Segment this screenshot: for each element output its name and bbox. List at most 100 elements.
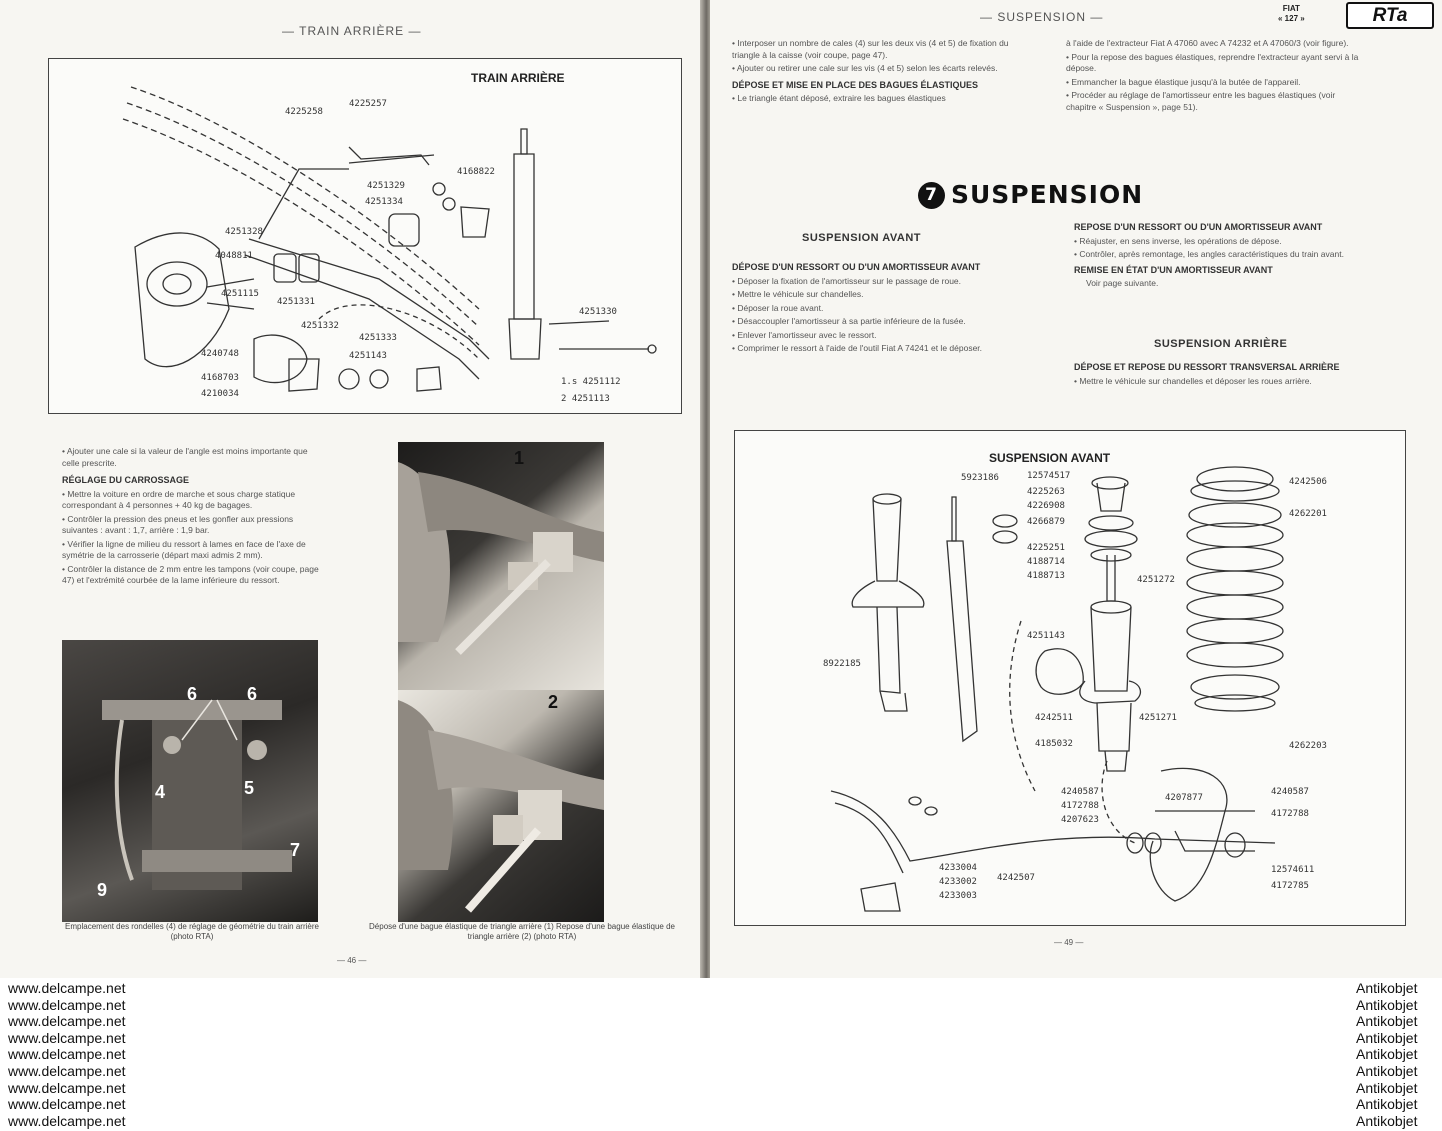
watermark-line: Antikobjet [1356,1029,1418,1046]
watermark-line: Antikobjet [1356,1062,1418,1079]
part-label: 4172788 [1271,809,1309,819]
watermark-line: Antikobjet [1356,980,1418,996]
part-label: 4262203 [1289,741,1327,751]
rear-suspension-text: DÉPOSE ET REPOSE DU RESSORT TRANSVERSAL … [1074,362,1404,389]
right-top-right-text: à l'aide de l'extracteur Fiat A 47060 av… [1066,38,1366,115]
body-paragraph: • Désaccoupler l'amortisseur à sa partie… [732,316,966,326]
callout-number: 6 [247,684,258,704]
callout-number: 6 [187,684,198,704]
part-label: 4251143 [1027,631,1065,641]
watermark-line: Antikobjet [1356,1112,1418,1129]
part-label: 4251143 [349,351,387,361]
part-label: 2 4251113 [561,394,610,404]
part-label: 4168703 [201,373,239,383]
subsection-heading: REPOSE D'UN RESSORT OU D'UN AMORTISSEUR … [1074,222,1323,232]
watermark-line: www.delcampe.net [8,996,126,1013]
body-paragraph: • Vérifier la ligne de milieu du ressort… [62,538,306,561]
body-paragraph: • Enlever l'amortisseur avec le ressort. [732,329,877,340]
right-page-number: — 49 — [1054,938,1084,947]
body-paragraph: • Déposer la roue avant. [732,302,824,313]
body-paragraph: • Contrôler la distance de 2 mm entre le… [62,563,319,586]
watermark-left: www.delcampe.net www.delcampe.net www.de… [8,980,126,1129]
bushing-refit-drawing [398,700,604,913]
watermark-right: Antikobjet Antikobjet Antikobjet Antikob… [1356,980,1417,1129]
brand-label: FIAT « 127 » [1278,4,1305,24]
part-label: 4172785 [1271,881,1309,891]
callout-number: 7 [290,840,301,860]
part-label: 4242511 [1035,713,1073,723]
underbody-photo: 6 6 4 5 9 7 [62,640,318,922]
right-top-left-text: • Interposer un nombre de cales (4) sur … [732,38,1032,107]
bushing-photos-caption: Dépose d'une bague élastique de triangle… [369,922,675,941]
body-paragraph: • Mettre le véhicule sur chandelles et d… [1074,375,1312,386]
body-paragraph: • Mettre la voiture en ordre de marche e… [62,488,296,511]
part-label: 4226908 [1027,501,1065,511]
watermark-line: www.delcampe.net [8,1046,126,1063]
watermark-line: www.delcampe.net [8,1029,126,1046]
right-page: — SUSPENSION — • Interposer un nombre de… [710,0,1442,978]
part-label: 4251329 [367,181,405,191]
body-paragraph: • Mettre le véhicule sur chandelles. [732,289,864,299]
watermark-line: www.delcampe.net [8,1112,126,1129]
part-label: 4225257 [349,99,387,109]
part-label: 4168822 [457,167,495,177]
part-label: 5923186 [961,473,999,483]
part-label: 4251328 [225,227,263,237]
body-paragraph: • Emmancher la bague élastique jusqu'à l… [1066,76,1301,87]
part-label: 8922185 [823,659,861,669]
left-running-head: — TRAIN ARRIÈRE — [282,24,422,38]
left-page: — TRAIN ARRIÈRE — TRAIN ARRIÈRE [0,0,704,978]
watermark-line: Antikobjet [1356,996,1418,1013]
part-label: 4048811 [215,251,253,261]
part-label: 4210034 [201,389,239,399]
subsection-heading: REMISE EN ÉTAT D'UN AMORTISSEUR AVANT [1074,264,1273,275]
watermark-line: Antikobjet [1356,1013,1418,1030]
body-paragraph: • Ajouter une cale si la valeur de l'ang… [62,446,308,468]
part-label: 4251115 [221,289,259,299]
part-label: 4242507 [997,873,1035,883]
watermark-line: www.delcampe.net [8,1096,126,1113]
part-label: 4185032 [1035,739,1073,749]
part-label: 4225263 [1027,487,1065,497]
section-heading-front: SUSPENSION AVANT [802,232,922,244]
magazine-spread: — TRAIN ARRIÈRE — TRAIN ARRIÈRE [0,0,1442,978]
subsection-heading: RÉGLAGE DU CARROSSAGE [62,475,190,485]
part-label: 4251334 [365,197,403,207]
left-page-number: — 46 — [337,956,367,965]
part-label: 4240748 [201,349,239,359]
part-label: 1.s 4251112 [561,377,621,387]
front-suspension-drawing [830,466,1284,912]
right-running-head: — SUSPENSION — [980,10,1104,24]
body-paragraph: Voir page suivante. [1086,278,1159,288]
body-paragraph: • Contrôler, après remontage, les angles… [1074,249,1344,259]
bushing-refit-photo: 2 [398,690,604,922]
part-label: 4233003 [939,891,977,901]
front-suspension-text: DÉPOSE D'UN RESSORT OU D'UN AMORTISSEUR … [732,262,1042,357]
watermark-line: Antikobjet [1356,1096,1418,1113]
body-paragraph: • Le triangle étant déposé, extraire les… [732,93,946,103]
chapter-title-text: SUSPENSION [951,180,1144,209]
part-label: 4251331 [277,297,315,307]
watermark-line: www.delcampe.net [8,1079,126,1096]
part-label: 4262201 [1289,509,1327,519]
part-label: 4225258 [285,107,323,117]
part-label: 4251330 [579,307,617,317]
watermark-line: www.delcampe.net [8,980,126,996]
body-paragraph: • Ajouter ou retirer une cale sur les vi… [732,63,998,73]
part-label: 4266879 [1027,517,1065,527]
body-paragraph: • Interposer un nombre de cales (4) sur … [732,38,1009,60]
part-label: 4233004 [939,863,977,873]
section-heading-rear: SUSPENSION ARRIÈRE [1154,338,1288,350]
part-label: 4207877 [1165,793,1203,803]
part-label: 4251271 [1139,713,1177,723]
part-label: 4240587 [1061,787,1099,797]
watermark-line: Antikobjet [1356,1079,1418,1096]
body-paragraph: • Comprimer le ressort à l'aide de l'out… [732,343,983,353]
photo-number: 1 [514,448,525,468]
watermark-line: www.delcampe.net [8,1013,126,1030]
part-label: 4233002 [939,877,977,887]
body-paragraph: • Procéder au réglage de l'amortisseur e… [1066,90,1336,112]
body-paragraph: • Pour la repose des bagues élastiques, … [1066,51,1359,74]
body-paragraph: • Contrôler la pression des pneus et les… [62,513,294,536]
front-suspension-diagram: SUSPENSION AVANT [734,430,1406,926]
